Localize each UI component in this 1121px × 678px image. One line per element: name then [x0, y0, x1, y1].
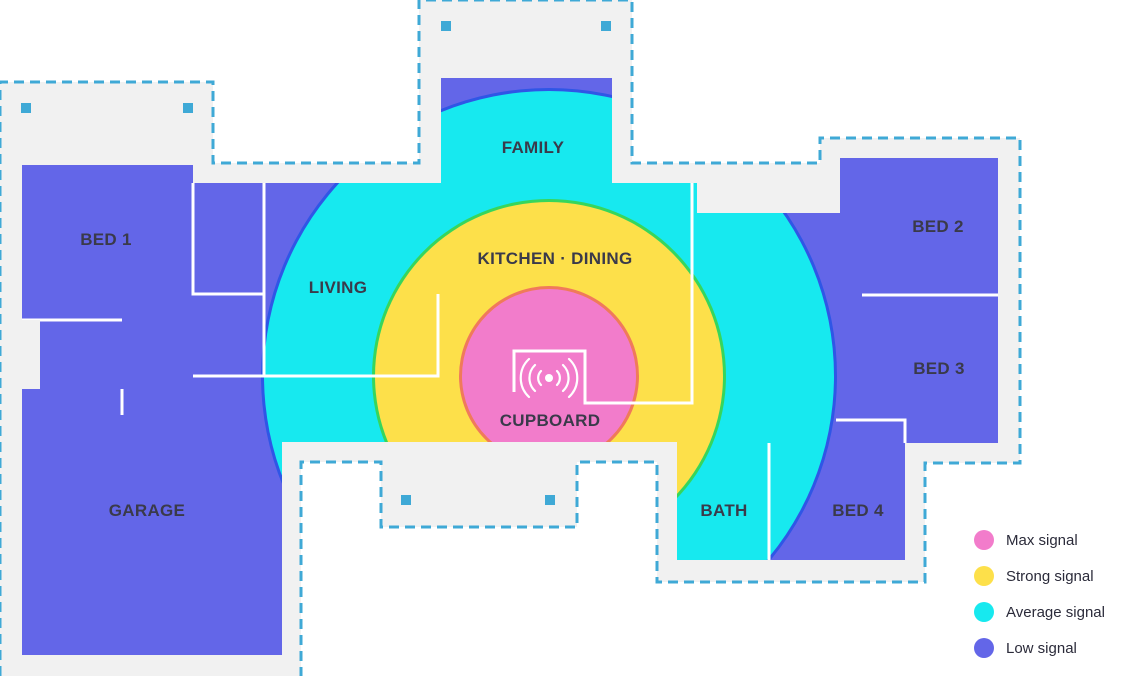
legend-item-average: Average signal	[974, 602, 1105, 622]
legend-swatch-strong	[974, 566, 994, 586]
hall-gap	[22, 320, 40, 389]
room-labels: FAMILY KITCHEN · DINING LIVING CUPBOARD …	[80, 138, 965, 520]
legend-label-max: Max signal	[1006, 532, 1078, 549]
legend-label-strong: Strong signal	[1006, 568, 1094, 585]
legend-swatch-max	[974, 530, 994, 550]
exterior-center-bottom	[282, 442, 677, 676]
room-label-bed2: BED 2	[912, 217, 964, 236]
room-label-family: FAMILY	[502, 138, 565, 157]
legend-item-strong: Strong signal	[974, 566, 1094, 586]
corner-markers	[21, 21, 611, 505]
legend: Max signal Strong signal Average signal …	[974, 530, 1105, 658]
legend-swatch-low	[974, 638, 994, 658]
room-label-bath: BATH	[700, 501, 747, 520]
room-label-bed4: BED 4	[832, 501, 884, 520]
room-label-garage: GARAGE	[109, 501, 185, 520]
legend-item-low: Low signal	[974, 638, 1077, 658]
room-label-cupboard: CUPBOARD	[500, 411, 601, 430]
room-label-bed1: BED 1	[80, 230, 132, 249]
room-label-kitchen-dining: KITCHEN · DINING	[478, 249, 633, 268]
legend-item-max: Max signal	[974, 530, 1078, 550]
dashed-outlines	[0, 0, 1022, 676]
legend-swatch-average	[974, 602, 994, 622]
legend-label-low: Low signal	[1006, 640, 1077, 657]
room-label-living: LIVING	[309, 278, 367, 297]
legend-label-average: Average signal	[1006, 604, 1105, 621]
wifi-router-icon	[519, 357, 579, 399]
room-label-bed3: BED 3	[913, 359, 965, 378]
interior-walls	[22, 183, 998, 560]
